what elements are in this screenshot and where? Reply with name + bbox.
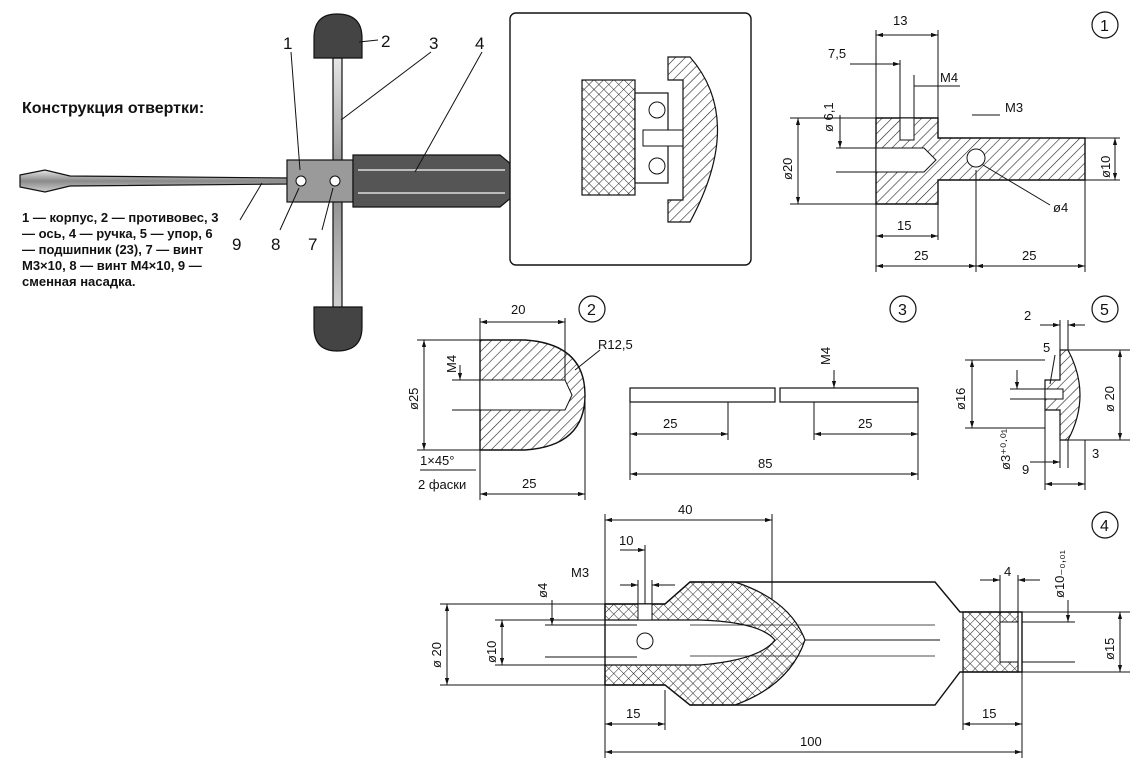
p2-dim-chamfer: 1×45° [420,453,454,468]
p3-dim-25b: 25 [858,416,872,431]
p5-dim-phi20: ø 20 [1102,386,1117,412]
p4-dim-15a: 15 [626,706,640,721]
p4-dim-phi4: ø4 [535,583,550,598]
part-5-drawing: 2 5 ø16 ø 20 ø3⁺⁰·⁰¹ 9 3 5 [953,295,1130,490]
part-2-drawing: 20 R12,5 М4 ø25 1×45° 2 фаски 25 2 [406,295,633,500]
p1-dim-phi4: ø4 [1053,200,1068,215]
part-3-drawing: 25 25 85 М4 3 [629,295,919,480]
drawing-title: Конструкция отвертки: [22,100,205,117]
detail-number-4: 4 [1100,518,1109,535]
p3-dim-85: 85 [758,456,772,471]
p2-dim-20: 20 [511,302,525,317]
callout-3: 3 [429,34,438,53]
p2-dim-phi25: ø25 [406,388,421,410]
p1-dim-m3: М3 [1005,100,1023,115]
detail-number-2: 2 [587,302,596,319]
callout-4: 4 [475,34,484,53]
p2-dim-25: 25 [522,476,536,491]
p1-dim-phi20: ø20 [780,158,795,180]
p1-dim-phi10: ø10 [1098,156,1113,178]
p4-dim-phi10: ø10 [484,641,499,663]
p2-dim-m4: М4 [444,355,459,373]
p2-dim-chamfer-count: 2 фаски [418,477,466,492]
callout-8: 8 [271,235,280,254]
detail-number-5: 5 [1100,302,1109,319]
p4-dim-m3: М3 [571,565,589,580]
callout-9: 9 [232,235,241,254]
p5-dim-3: 3 [1092,446,1099,461]
p1-dim-25a: 25 [914,248,928,263]
p1-dim-15: 15 [897,218,911,233]
parts-legend: 1 — корпус, 2 — противовес, 3 — ось, 4 —… [22,210,219,289]
p1-dim-7-5: 7,5 [828,46,846,61]
detail-number-3: 3 [898,302,907,319]
p4-dim-phi10-tol: ø10₋₀,₀₁ [1052,549,1067,598]
part-4-drawing: 40 10 М3 ø4 4 ø10₋₀,₀₁ ø 20 ø10 ø15 15 1… [429,502,1130,758]
p1-dim-25b: 25 [1022,248,1036,263]
p3-dim-m4: М4 [818,347,833,365]
p5-dim-9: 9 [1022,462,1029,477]
assembly-view [19,13,535,352]
bearing-detail-inset [509,12,752,266]
p2-dim-r12-5: R12,5 [598,337,633,352]
callout-2: 2 [381,32,390,51]
p4-dim-4: 4 [1004,564,1011,579]
p1-dim-m4: М4 [940,70,958,85]
callout-1: 1 [283,34,292,53]
p3-dim-25a: 25 [663,416,677,431]
part-1-drawing: 13 7,5 М4 М3 ø 6,1 ø20 ø10 ø4 15 25 25 1 [780,11,1120,272]
p4-dim-15b: 15 [982,706,996,721]
p1-dim-13: 13 [893,13,907,28]
p5-dim-phi16: ø16 [953,388,968,410]
p4-dim-phi20: ø 20 [429,642,444,668]
p4-dim-10: 10 [619,533,633,548]
p1-dim-phi6-1: ø 6,1 [821,102,836,132]
callout-7: 7 [308,235,317,254]
p4-dim-phi15: ø15 [1102,638,1117,660]
p5-dim-phi3: ø3⁺⁰·⁰¹ [998,428,1013,470]
p4-dim-40: 40 [678,502,692,517]
p5-dim-2: 2 [1024,308,1031,323]
p5-label-5: 5 [1043,340,1050,355]
p4-dim-100: 100 [800,734,822,749]
detail-number-1: 1 [1100,18,1109,35]
